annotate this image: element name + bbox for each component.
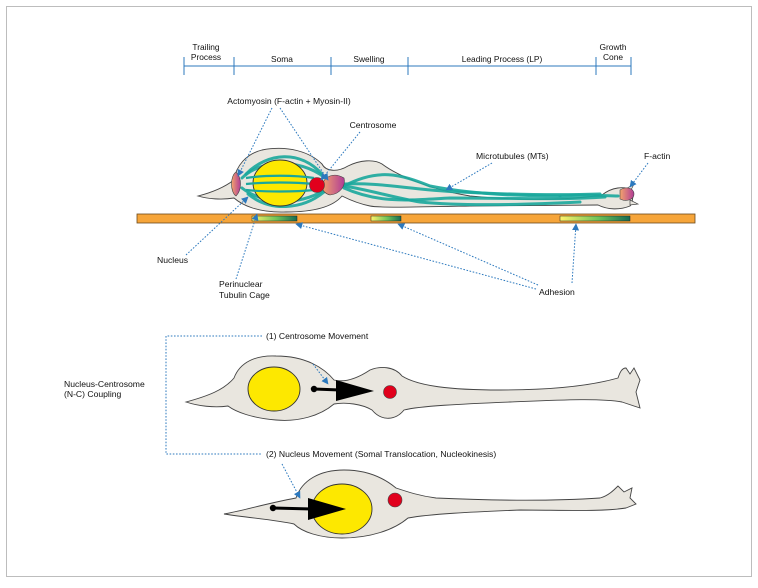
- segment-growth-label-2: Cone: [603, 52, 623, 62]
- segment-soma-label: Soma: [271, 54, 293, 64]
- neuron-2-body: [224, 470, 636, 538]
- perinuclear-cage-label-1: Perinuclear: [219, 279, 263, 289]
- adhesion-site-soma: [252, 216, 297, 221]
- nucleus-movement-label: (2) Nucleus Movement (Somal Translocatio…: [266, 449, 496, 459]
- adhesion-site-growth-cone: [560, 216, 630, 221]
- leader-f-actin: [630, 163, 648, 187]
- leader-nucleus: [186, 197, 248, 255]
- segment-growth-label-1: Growth: [600, 42, 627, 52]
- leader-adhesion-growth-cone: [572, 224, 576, 283]
- actomyosin-label: Actomyosin (F-actin + Myosin-II): [227, 96, 351, 106]
- leader-adhesion-soma: [296, 224, 536, 289]
- top-centrosome: [310, 178, 325, 193]
- segment-leading-process-label: Leading Process (LP): [462, 54, 543, 64]
- coupling-label-1: Nucleus-Centrosome: [64, 379, 145, 389]
- nucleus-label: Nucleus: [157, 255, 188, 265]
- segment-swelling-label: Swelling: [353, 54, 385, 64]
- segment-trailing-label-2: Process: [191, 52, 221, 62]
- leader-perinuclear-cage: [236, 214, 257, 279]
- neuron-2-centrosome: [388, 493, 402, 507]
- neuron-1-nucleus: [248, 367, 300, 411]
- coupling-label-2: (N-C) Coupling: [64, 389, 122, 399]
- centrosome-movement-label: (1) Centrosome Movement: [266, 331, 369, 341]
- segment-trailing-label-1: Trailing: [192, 42, 219, 52]
- neuron-1-centrosome: [384, 386, 397, 399]
- leader-nucleus-movement: [282, 464, 300, 498]
- segment-ruler: Trailing Process Soma Swelling Leading P…: [184, 42, 631, 75]
- leader-adhesion-swelling: [398, 224, 538, 285]
- growth-cone-f-actin: [620, 188, 634, 200]
- centrosome-label: Centrosome: [350, 120, 397, 130]
- adhesion-site-swelling: [371, 216, 401, 221]
- microtubules-label: Microtubules (MTs): [476, 151, 549, 161]
- perinuclear-cage-label-2: Tubulin Cage: [219, 290, 270, 300]
- leader-microtubules: [446, 163, 492, 190]
- f-actin-label: F-actin: [644, 151, 670, 161]
- adhesion-label: Adhesion: [539, 287, 575, 297]
